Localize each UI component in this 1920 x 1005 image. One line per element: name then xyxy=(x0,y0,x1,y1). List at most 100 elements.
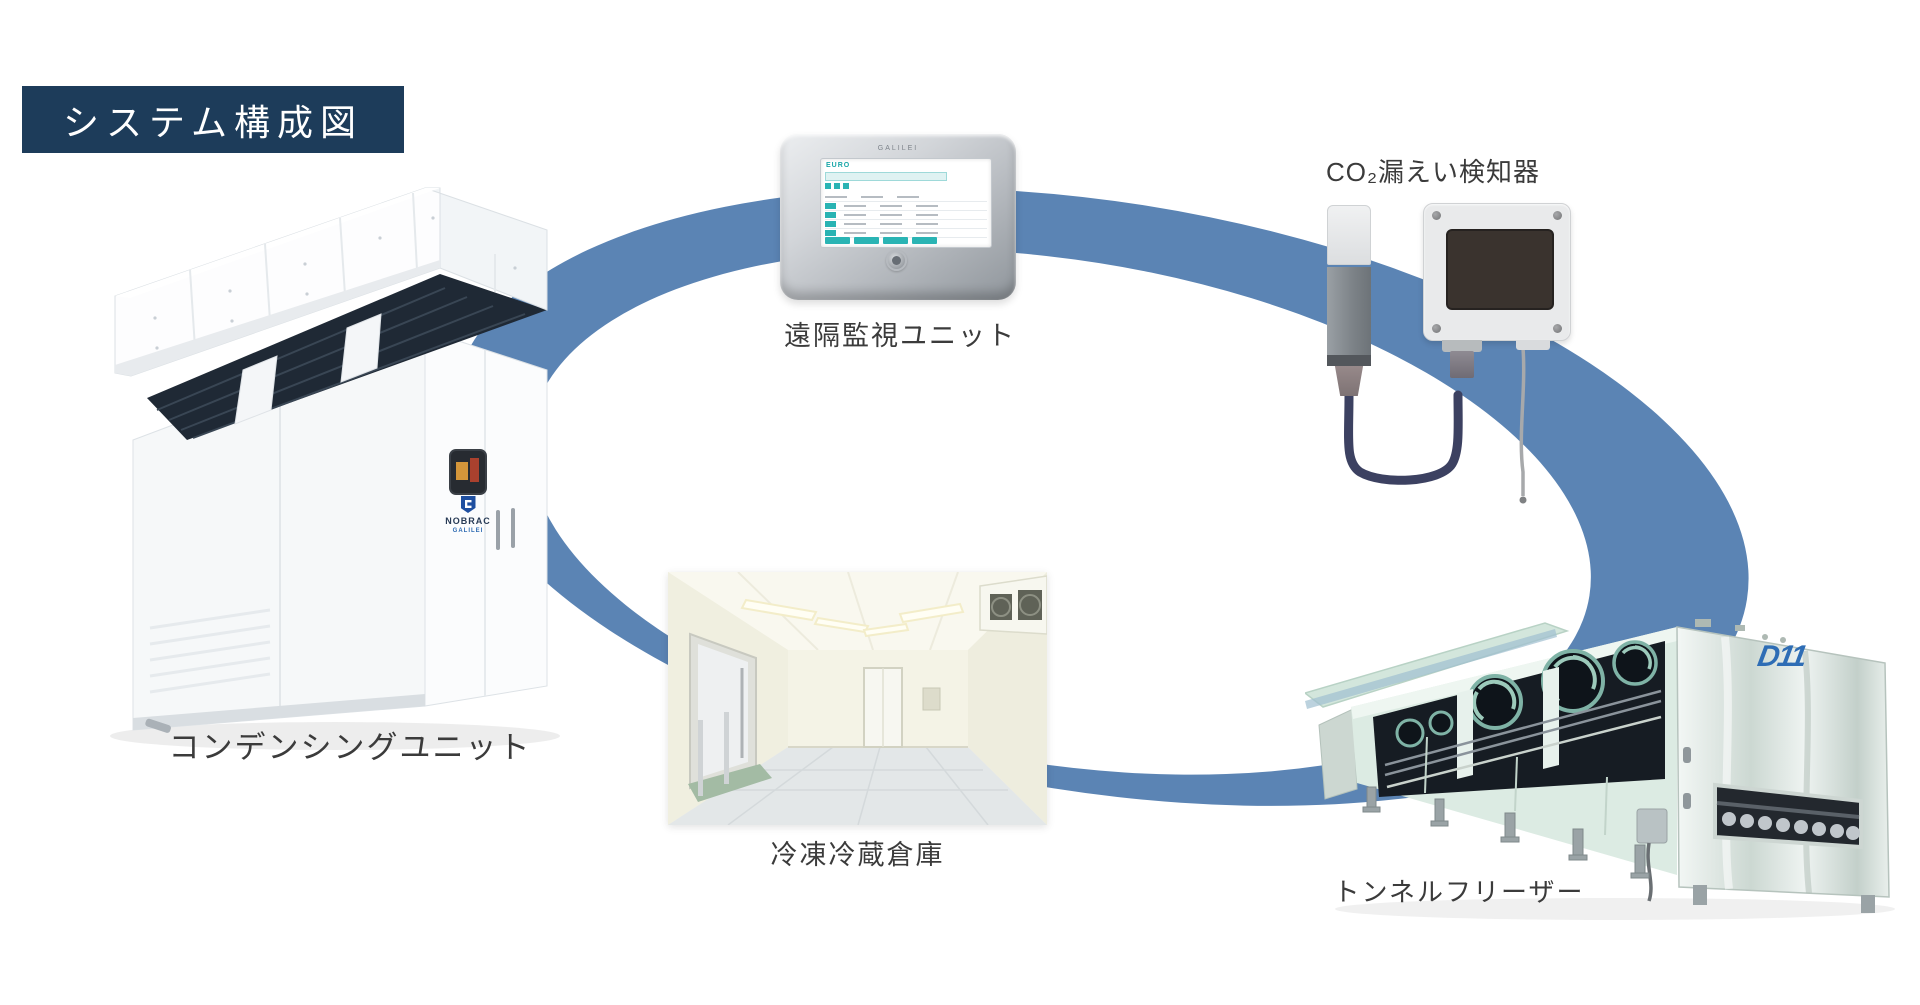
screw-icon xyxy=(1553,324,1562,333)
screen-logo: EURO xyxy=(826,162,851,169)
back-door xyxy=(863,667,903,748)
screen-buttons-teal xyxy=(825,237,937,244)
left-door xyxy=(688,632,772,802)
table-row xyxy=(825,220,987,229)
control-box xyxy=(1636,808,1668,844)
probe-ring xyxy=(1327,355,1371,366)
evaporator-unit xyxy=(979,575,1048,635)
support-column xyxy=(234,355,278,425)
slab-bottom-edge xyxy=(115,260,440,376)
condenser-top-slab xyxy=(114,187,548,377)
monitor-power-button xyxy=(886,250,907,271)
rollers xyxy=(1722,812,1860,840)
vent-louvers xyxy=(149,608,271,694)
ceiling-lights xyxy=(740,598,965,638)
screen-toolbar xyxy=(825,183,849,189)
freezer-right-cabinet xyxy=(1676,626,1890,913)
table-row xyxy=(825,211,987,220)
warehouse-label: 冷凍冷蔵倉庫 xyxy=(770,840,945,870)
remote-monitor-device: GALILEI EURO xyxy=(780,134,1016,300)
bollard xyxy=(698,720,703,796)
support-column xyxy=(340,313,382,383)
screw-icon xyxy=(1432,324,1441,333)
bollard xyxy=(724,712,729,784)
power-cable xyxy=(1646,842,1653,902)
door-handle xyxy=(511,508,515,548)
warehouse-room-graphic xyxy=(668,571,1048,826)
table-row xyxy=(825,193,987,202)
freezer-lid xyxy=(1303,622,1570,709)
monitor-screen: EURO xyxy=(820,158,992,248)
reflection-streak xyxy=(1802,650,1812,894)
freezer-legs xyxy=(1362,786,1650,879)
probe-cap xyxy=(1327,205,1371,265)
display-indicator2 xyxy=(470,458,479,482)
cabinet-knob xyxy=(1683,747,1691,763)
page-title: システム構成図 xyxy=(63,101,363,143)
freezer-shadow xyxy=(1335,898,1895,920)
body-seams xyxy=(1424,736,1608,836)
reflection-streak xyxy=(1721,636,1733,890)
mullion xyxy=(1457,689,1473,779)
fin-lines xyxy=(156,287,526,439)
remote-monitor-label: 遠隔監視ユニット xyxy=(784,321,1016,351)
green-mat xyxy=(688,764,772,802)
title-badge: システム構成図 xyxy=(22,86,404,153)
slab-seams xyxy=(189,192,496,349)
monitor-bezel-brand: GALILEI xyxy=(877,145,919,152)
probe-body xyxy=(1327,267,1371,355)
cabinet-foot xyxy=(1693,885,1707,905)
co2-display-screen xyxy=(1446,229,1554,310)
ceiling xyxy=(668,572,1047,650)
wall-box xyxy=(922,687,941,711)
nobrac-logo-text: NOBRAC xyxy=(445,516,491,526)
display-indicator xyxy=(456,462,468,480)
screw-icon xyxy=(1553,211,1562,220)
cabinet-foot xyxy=(1861,895,1875,913)
condenser-intake xyxy=(147,274,547,440)
detector-cables xyxy=(1344,347,1527,504)
co2-sensor-probe xyxy=(1327,205,1371,405)
freezer-body xyxy=(1351,627,1677,902)
tunnel-freezer-illustration xyxy=(1303,597,1905,922)
cabinet-knob xyxy=(1683,793,1691,809)
conveyor-lines xyxy=(1384,689,1662,789)
condensing-unit-shadow xyxy=(110,722,560,750)
right-wall xyxy=(968,572,1047,825)
condensing-unit-illustration xyxy=(95,158,565,768)
connector-tab-right xyxy=(1516,340,1550,350)
condensing-unit-graphic xyxy=(110,187,560,750)
condensing-unit-label: コンデンシングユニット xyxy=(168,730,532,765)
freezer-left-end xyxy=(1318,708,1358,800)
slab-screws xyxy=(153,216,517,350)
table-row xyxy=(825,202,987,211)
freezer-logo: D11 xyxy=(1755,640,1808,673)
drain-pipe xyxy=(145,718,171,733)
display-cable xyxy=(1519,347,1526,496)
body-top-edge xyxy=(1351,627,1677,719)
screen-table xyxy=(825,193,987,238)
door-handle xyxy=(496,510,500,550)
cable-tip xyxy=(1519,496,1527,504)
floor-seams xyxy=(723,746,1008,826)
port-bar xyxy=(1716,801,1860,819)
galilei-logo-text: GALILEI xyxy=(452,528,484,534)
probe-connector xyxy=(1334,366,1364,396)
screw-icon xyxy=(1432,211,1441,220)
connector-plug xyxy=(1450,351,1474,378)
roof-fittings xyxy=(1695,619,1786,643)
condensing-logo-block: NOBRAC GALILEI xyxy=(443,496,493,534)
nobrac-shield-icon xyxy=(460,496,476,513)
tunnel-freezer-label: トンネルフリーザー xyxy=(1333,877,1585,907)
co2-detector-label: CO₂漏えい検知器 xyxy=(1325,157,1541,187)
outlet-port xyxy=(1713,782,1863,850)
screen-buttons-gray xyxy=(835,247,953,248)
connector-tab-left xyxy=(1442,340,1482,352)
co2-display-unit xyxy=(1423,203,1571,378)
screen-header-bar xyxy=(825,172,947,181)
warehouse-photo xyxy=(668,571,1048,826)
tunnel-freezer-graphic xyxy=(1303,619,1895,920)
cabinet-kick-shadow xyxy=(133,694,425,730)
sensor-cable xyxy=(1344,390,1463,485)
